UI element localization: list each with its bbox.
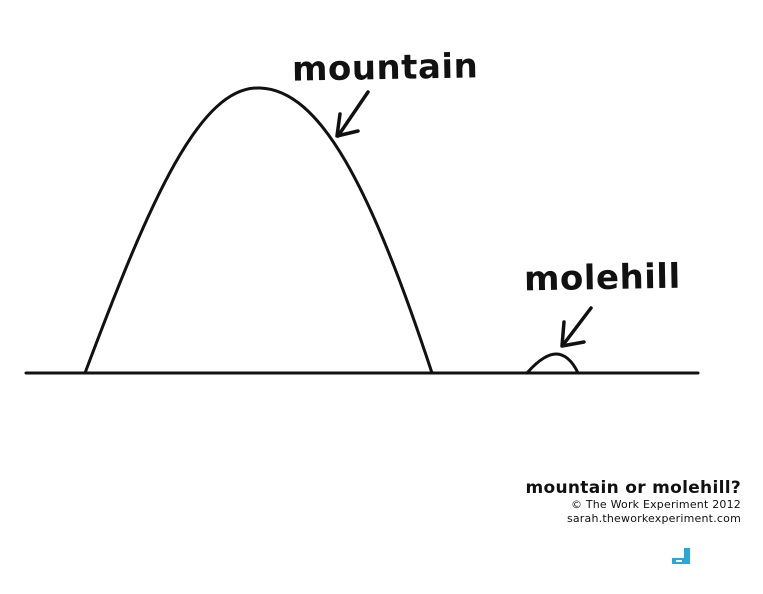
molehill-shape xyxy=(525,352,580,375)
molehill-label: molehill xyxy=(523,256,682,300)
mountain-label: mountain xyxy=(291,46,479,90)
mountain-arrow xyxy=(335,90,370,138)
caption-url: sarah.theworkexperiment.com xyxy=(566,512,741,525)
mountain-shape xyxy=(83,86,434,375)
caption-block: mountain or molehill? © The Work Experim… xyxy=(525,478,741,526)
molehill-arrow xyxy=(560,306,593,348)
caption-copyright: © The Work Experiment 2012 xyxy=(570,498,741,511)
caption-title: mountain or molehill? xyxy=(525,478,741,498)
logo-mark-icon xyxy=(672,548,690,564)
